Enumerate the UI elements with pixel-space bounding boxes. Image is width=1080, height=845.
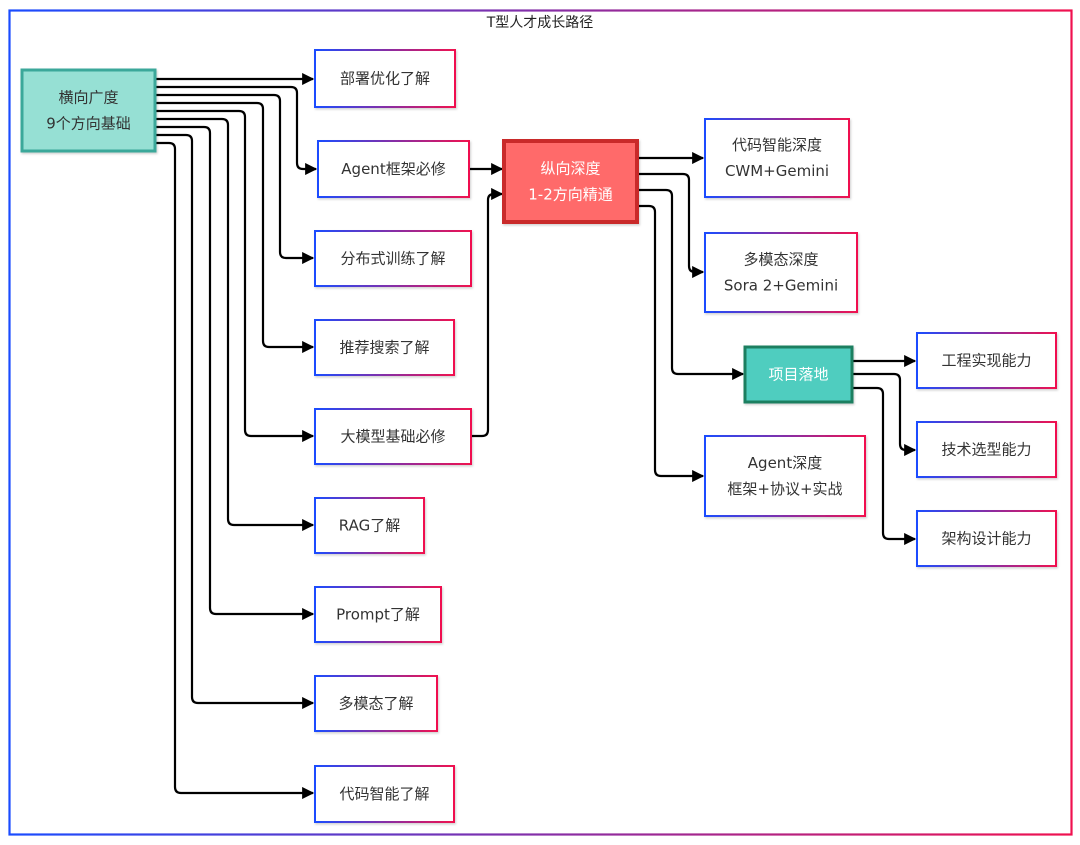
node-label: 技术选型能力 (941, 441, 1031, 459)
node-label: 架构设计能力 (941, 530, 1031, 548)
edge-breadth-to-recsys (155, 101, 315, 354)
node-agent-framework[interactable]: Agent框架必修 (317, 140, 470, 198)
node-label: 9个方向基础 (46, 115, 131, 133)
node-box (314, 49, 456, 108)
node-label: Agent深度 (748, 454, 822, 472)
node-box (314, 675, 438, 732)
edge-depth-to-project (637, 188, 745, 381)
node-label: 多模态了解 (338, 695, 413, 713)
node-box (916, 332, 1057, 389)
node-label: 大模型基础必修 (340, 428, 445, 446)
node-distributed[interactable]: 分布式训练了解 (314, 230, 472, 287)
edge-breadth-to-agent-framework (155, 85, 318, 176)
node-label: 多模态深度 (743, 251, 818, 269)
node-deploy[interactable]: 部署优化了解 (314, 49, 456, 108)
diagram-title: T型人才成长路径 (486, 15, 594, 31)
edge-breadth-to-code-intel (155, 141, 315, 800)
node-label: 框架+协议+实战 (727, 480, 842, 498)
node-architecture[interactable]: 架构设计能力 (916, 510, 1057, 567)
container-frame: T型人才成长路径 (8, 9, 1073, 836)
edge-project-to-architecture (852, 386, 917, 546)
node-label: 部署优化了解 (340, 70, 430, 88)
node-box (314, 408, 472, 465)
edge-breadth-to-multimodal (155, 133, 315, 710)
node-box (317, 140, 470, 198)
edge-breadth-to-llm-basics (155, 109, 315, 443)
node-box (314, 586, 442, 643)
node-label: Prompt了解 (336, 606, 420, 624)
node-label: 代码智能了解 (339, 785, 429, 803)
node-label: 横向广度 (58, 89, 118, 107)
node-mm-depth[interactable]: 多模态深度 Sora 2+Gemini (704, 232, 858, 313)
edge-project-to-tech-selection (852, 372, 917, 457)
node-prompt[interactable]: Prompt了解 (314, 586, 442, 643)
node-label: 纵向深度 (540, 160, 600, 178)
node-box (502, 139, 639, 224)
node-label: Agent框架必修 (341, 160, 445, 178)
edge-breadth-to-rag (155, 117, 315, 532)
node-tech-selection[interactable]: 技术选型能力 (916, 421, 1057, 478)
node-rag[interactable]: RAG了解 (314, 497, 425, 554)
node-llm-basics[interactable]: 大模型基础必修 (314, 408, 472, 465)
node-breadth[interactable]: 横向广度 9个方向基础 (20, 68, 157, 153)
edges-layer (155, 72, 917, 800)
node-label: CWM+Gemini (725, 162, 829, 180)
node-box (743, 345, 854, 404)
node-label: 项目落地 (768, 366, 828, 384)
node-box (916, 510, 1057, 567)
node-box (704, 118, 850, 198)
edge-breadth-to-distributed (155, 93, 315, 265)
node-box (314, 497, 425, 554)
node-box (704, 232, 858, 313)
node-box (916, 421, 1057, 478)
node-depth[interactable]: 纵向深度 1-2方向精通 (502, 139, 639, 224)
node-project[interactable]: 项目落地 (743, 345, 854, 404)
frame-border (8, 9, 1073, 836)
node-label: 代码智能深度 (732, 136, 822, 154)
node-label: 1-2方向精通 (528, 186, 613, 204)
edge-depth-to-mm-depth (637, 172, 705, 279)
node-recsys[interactable]: 推荐搜索了解 (314, 319, 455, 376)
node-label: 推荐搜索了解 (339, 339, 429, 357)
edge-depth-to-agent-depth (637, 204, 705, 483)
edge-llm-basics-to-depth (471, 187, 504, 438)
node-label: RAG了解 (339, 517, 400, 535)
node-multimodal[interactable]: 多模态了解 (314, 675, 438, 732)
node-label: 工程实现能力 (941, 352, 1031, 370)
node-box (314, 319, 455, 376)
node-label: 分布式训练了解 (340, 250, 445, 268)
node-label: Sora 2+Gemini (724, 277, 838, 295)
node-box (20, 68, 157, 153)
node-code-intel[interactable]: 代码智能了解 (314, 765, 455, 823)
nodes-layer: 横向广度 9个方向基础 部署优化了解 Agent框架必修分布式训练了解推荐搜索了解大模… (20, 49, 1057, 823)
node-engineering[interactable]: 工程实现能力 (916, 332, 1057, 389)
node-box (314, 230, 472, 287)
node-box (704, 435, 866, 517)
node-code-depth[interactable]: 代码智能深度 CWM+Gemini (704, 118, 850, 198)
node-box (314, 765, 455, 823)
edge-breadth-to-prompt (155, 125, 315, 621)
